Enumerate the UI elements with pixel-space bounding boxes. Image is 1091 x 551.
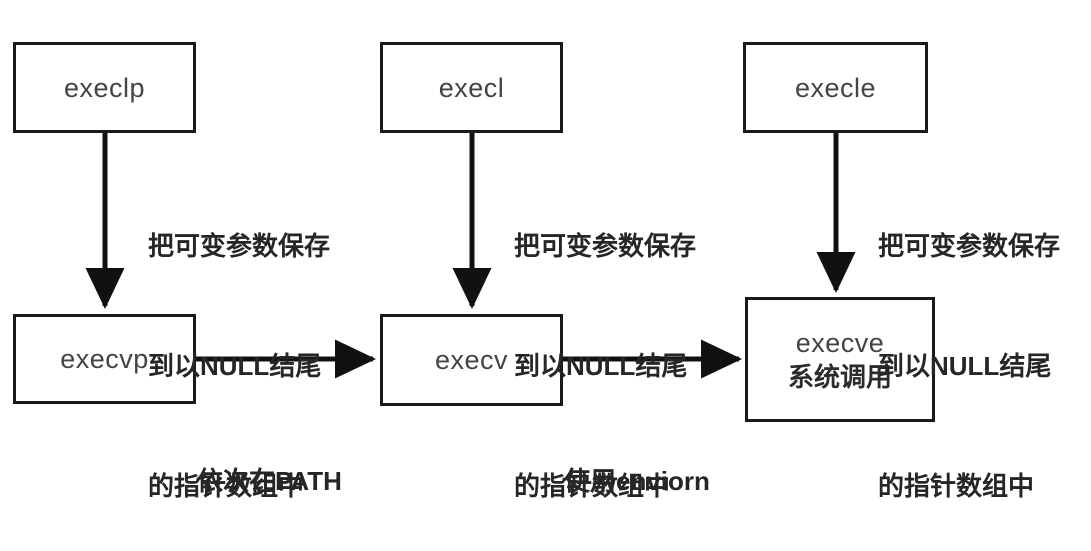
annotation-execvp-to-execv: 依次在PATH 环境变量指示 的各目录中 查找该程序 <box>197 381 353 551</box>
node-execv[interactable]: execv <box>380 314 563 406</box>
node-execve-sublabel: 系统调用 <box>787 361 892 392</box>
node-execve[interactable]: execve 系统调用 <box>745 297 935 422</box>
node-execvp-label: execvp <box>60 344 149 374</box>
node-execv-label: execv <box>434 345 509 375</box>
annotation-line: 的指针数组中 <box>878 471 1035 501</box>
node-execl-label: execl <box>438 72 505 103</box>
annotation-line: 把可变参数保存 <box>514 231 697 261</box>
annotation-line: 使用enviorn <box>564 466 710 496</box>
annotation-line: 到以NULL结尾 <box>514 351 688 381</box>
node-execvp[interactable]: execvp <box>13 314 196 404</box>
node-execlp[interactable]: execlp <box>13 42 196 133</box>
annotation-line: 把可变参数保存 <box>148 231 331 261</box>
annotation-line: 的指针数组中 <box>514 471 671 501</box>
annotation-execv-to-execve: 使用enviorn 所指向的当前 环境变量表 <box>564 381 720 551</box>
annotation-execle-to-execve: 把可变参数保存 到以NULL结尾 的指针数组中 <box>878 146 1060 551</box>
annotation-execl-to-execv: 把可变参数保存 到以NULL结尾 的指针数组中 <box>514 146 696 551</box>
node-execve-label: execve <box>795 327 885 358</box>
node-execl[interactable]: execl <box>380 42 563 133</box>
annotation-line: 依次在PATH <box>197 466 342 496</box>
annotation-line: 的指针数组中 <box>148 471 305 501</box>
annotation-execlp-to-execvp: 把可变参数保存 到以NULL结尾 的指针数组中 <box>148 146 330 551</box>
annotation-line: 到以NULL结尾 <box>878 351 1052 381</box>
annotation-line: 把可变参数保存 <box>878 231 1061 261</box>
node-execle-label: execle <box>794 72 877 103</box>
annotation-line: 到以NULL结尾 <box>148 351 322 381</box>
node-execlp-label: execlp <box>63 72 146 103</box>
node-execle[interactable]: execle <box>743 42 928 133</box>
